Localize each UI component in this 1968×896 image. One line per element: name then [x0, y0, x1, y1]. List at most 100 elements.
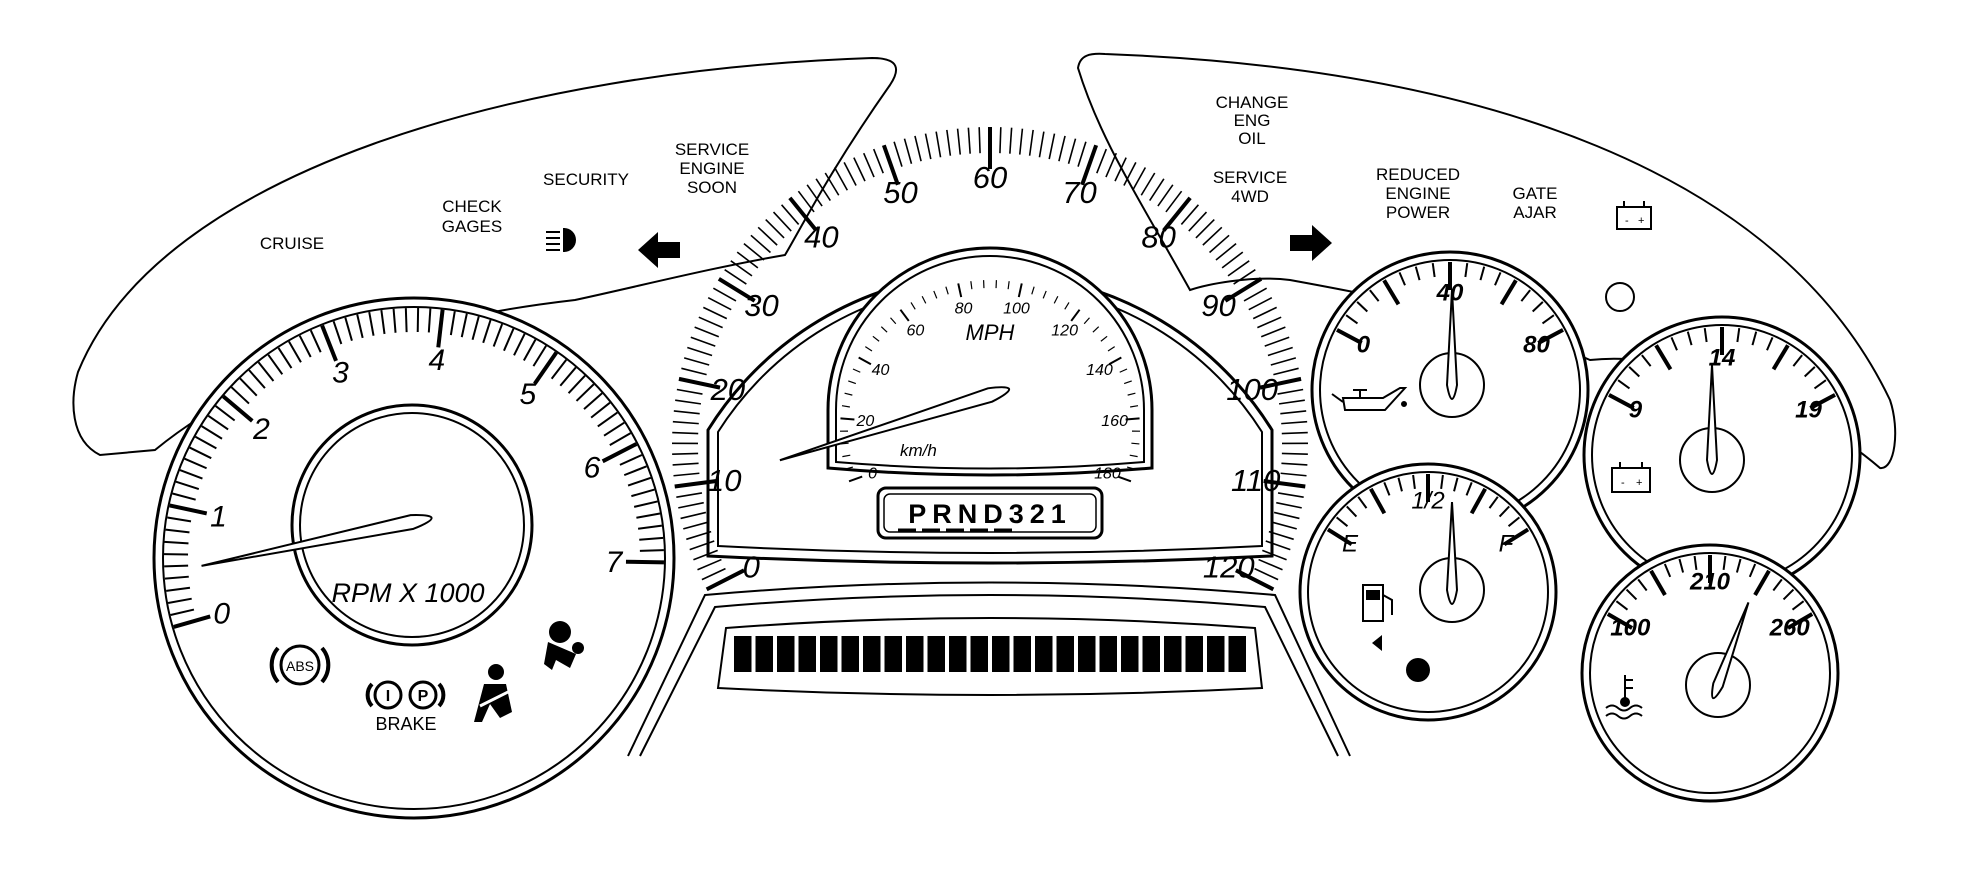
tachometer-needle [201, 514, 433, 567]
odometer-segment [1164, 636, 1182, 672]
minor-tick [583, 392, 603, 410]
scale-label: 0 [868, 465, 877, 482]
minor-tick [935, 131, 942, 158]
minor-tick [1277, 492, 1304, 499]
minor-tick [1270, 357, 1297, 366]
minor-tick [797, 190, 815, 213]
major-tick [1125, 417, 1140, 421]
minor-tick [257, 361, 275, 382]
minor-tick [687, 346, 713, 357]
minor-tick [627, 476, 652, 487]
scale-label: 4 [429, 344, 446, 377]
scale-label: 5 [520, 378, 537, 411]
minor-tick [698, 316, 723, 329]
minor-tick [843, 162, 857, 186]
minor-tick [1693, 555, 1698, 571]
minor-tick [1077, 141, 1087, 167]
minor-tick [946, 129, 952, 156]
minor-tick [1123, 162, 1137, 186]
minor-tick [1140, 172, 1156, 196]
oil-pressure-needle [1445, 289, 1459, 400]
major-tick [1809, 393, 1836, 410]
minor-tick [230, 386, 250, 405]
major-tick [1537, 328, 1564, 345]
major-tick [1786, 612, 1814, 630]
major-tick [169, 503, 208, 516]
major-tick [1608, 393, 1635, 410]
major-tick [1117, 475, 1132, 483]
minor-tick [1215, 242, 1237, 261]
major-tick [1499, 279, 1518, 306]
minor-tick [1264, 336, 1290, 347]
minor-tick [392, 308, 397, 333]
minor-tick [914, 135, 922, 162]
headlamp-icon [546, 228, 576, 252]
scale-label: 140 [1086, 362, 1113, 379]
minor-tick [1804, 366, 1816, 378]
seatbelt-warning-icon [474, 664, 513, 722]
minor-tick [1127, 392, 1136, 396]
scale-label: 20 [855, 413, 874, 430]
minor-tick [639, 536, 664, 541]
major-tick [1017, 283, 1023, 298]
minor-tick [522, 339, 537, 361]
major-tick [678, 376, 721, 390]
minor-tick [694, 326, 720, 338]
minor-tick [1058, 135, 1066, 162]
minor-tick [1791, 600, 1805, 611]
odometer-segment [884, 636, 902, 672]
scale-label: 60 [973, 160, 1007, 195]
minor-tick [1267, 346, 1293, 357]
minor-tick [1532, 301, 1544, 313]
odometer-segment [1207, 636, 1225, 672]
scale-label: 90 [1201, 288, 1235, 323]
major-tick [1369, 487, 1387, 515]
minor-tick [1398, 271, 1406, 286]
minor-tick [288, 341, 302, 363]
minor-tick [1414, 266, 1421, 281]
major-tick [705, 568, 745, 592]
minor-tick [1703, 328, 1708, 343]
minor-tick [673, 410, 700, 415]
odometer-segment [992, 636, 1010, 672]
minor-tick [702, 306, 728, 320]
minor-tick [404, 308, 408, 333]
scale-label: 80 [1141, 220, 1175, 255]
needle-shape [779, 386, 1011, 462]
minor-tick [681, 367, 707, 376]
service-engine-soon-line1: SERVICE [675, 140, 749, 159]
major-tick [840, 417, 855, 421]
coolant-temperature-icon [1605, 675, 1643, 720]
minor-tick [1813, 379, 1827, 390]
minor-tick [1042, 290, 1047, 299]
minor-tick [1465, 482, 1473, 496]
minor-tick [1273, 367, 1299, 376]
minor-tick [1641, 354, 1652, 367]
minor-tick [1663, 563, 1672, 578]
odometer-segment [841, 636, 859, 672]
minor-tick [309, 329, 322, 353]
minor-tick [1520, 289, 1531, 302]
scale-label: 7 [606, 546, 624, 579]
minor-tick [298, 335, 312, 358]
minor-tick [532, 345, 547, 367]
minor-tick [1637, 578, 1648, 592]
minor-tick [680, 511, 707, 520]
reduced-engine-power-line3: POWER [1386, 203, 1450, 222]
odometer-segment [1185, 636, 1203, 672]
minor-tick [1262, 549, 1287, 561]
airbag-warning-icon [544, 621, 584, 670]
minor-tick [164, 540, 189, 545]
minor-tick [1248, 296, 1273, 311]
major-tick [1070, 309, 1081, 322]
kmh-ticks [839, 280, 1141, 483]
minor-tick [1221, 251, 1244, 269]
minor-tick [1165, 190, 1183, 213]
scale-label: 70 [1062, 175, 1096, 210]
minor-tick [1345, 314, 1359, 325]
security-indicator-label: SECURITY [543, 170, 629, 189]
minor-tick [1782, 588, 1795, 601]
minor-tick [1479, 266, 1486, 281]
minor-tick [1766, 336, 1774, 351]
scale-label: 60 [906, 322, 924, 339]
